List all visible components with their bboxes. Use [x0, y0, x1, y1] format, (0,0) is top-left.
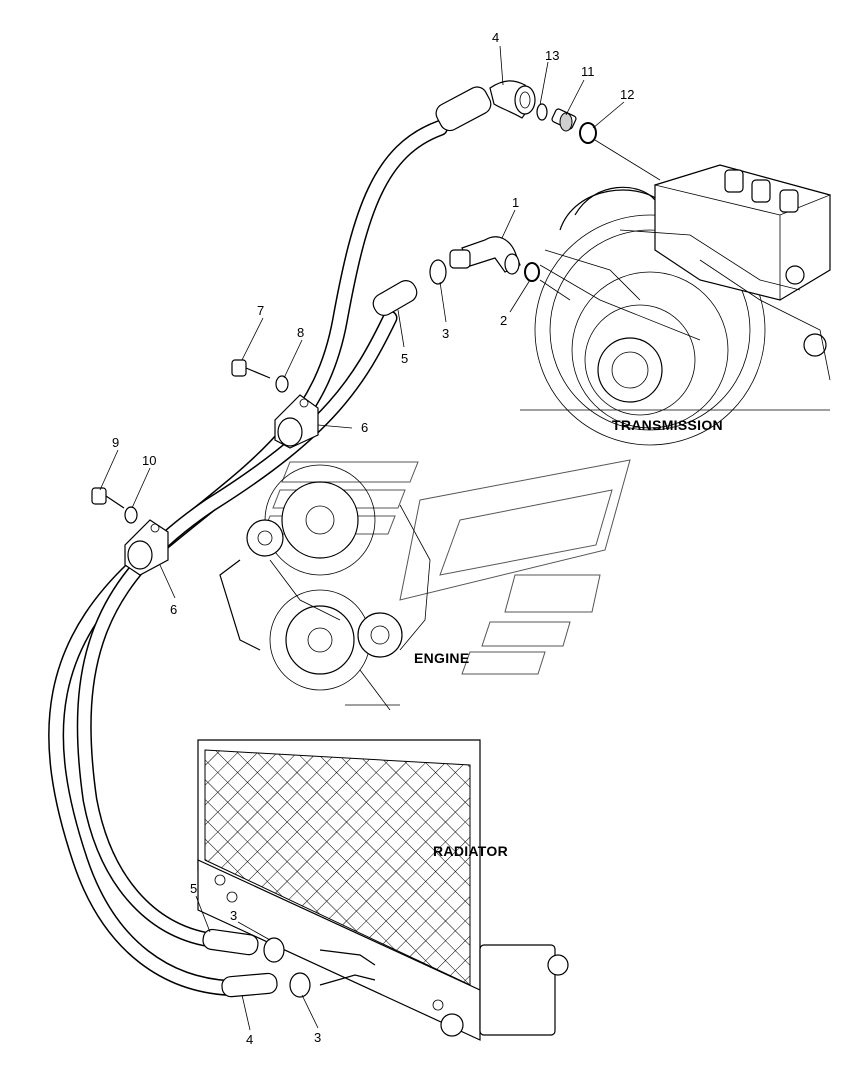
leader-lines	[99, 45, 661, 1031]
engine-label: ENGINE	[414, 650, 469, 666]
callout-10: 10	[142, 453, 156, 468]
part-5-hose-upper	[372, 280, 418, 316]
part-3-clamp-lower-a	[263, 937, 285, 963]
transmission-label: TRANSMISSION	[612, 417, 723, 433]
part-13-washer	[536, 103, 548, 121]
part-11-adapter	[551, 108, 577, 132]
part-3-clamp-upper	[429, 259, 447, 285]
callout-7: 7	[257, 303, 264, 318]
part-5-hose-lower	[202, 928, 259, 956]
callout-5-top: 5	[401, 351, 408, 366]
callout-3-mid: 3	[230, 908, 237, 923]
part-6-clip-lower	[124, 519, 169, 576]
part-4-hose-lower	[221, 972, 278, 998]
radiator-label: RADIATOR	[433, 843, 508, 859]
part-6-clip-upper	[274, 394, 319, 449]
callout-6-bottom: 6	[170, 602, 177, 617]
callout-4-top: 4	[492, 30, 499, 45]
part-9-bolt	[91, 487, 125, 509]
callout-5-bottom: 5	[190, 881, 197, 896]
part-10-washer	[124, 506, 138, 524]
part-7-bolt	[231, 359, 271, 379]
fitting-4-upper	[435, 80, 536, 132]
callout-1: 1	[512, 195, 519, 210]
hose-route-5	[76, 310, 398, 948]
part-2-o-ring	[524, 262, 540, 282]
callout-4-bottom: 4	[246, 1032, 253, 1047]
part-8-washer	[275, 375, 289, 393]
callout-3-bottom: 3	[314, 1030, 321, 1045]
part-1-elbow	[449, 236, 521, 275]
part-12-o-ring	[579, 122, 597, 144]
callout-11: 11	[581, 64, 595, 79]
callout-3-top: 3	[442, 326, 449, 341]
radiator-assembly	[197, 739, 569, 1041]
callout-labels: 4 13 11 12 1 2 3 5 7 8 6 9 10 6 5 3 4 3	[112, 30, 634, 1047]
part-3-clamp-lower-b	[289, 972, 311, 998]
callout-8: 8	[297, 325, 304, 340]
callout-6-top: 6	[361, 420, 368, 435]
callout-9: 9	[112, 435, 119, 450]
transmission-assembly	[520, 164, 832, 446]
callout-12: 12	[620, 87, 634, 102]
engine-assembly	[219, 464, 431, 711]
callout-2: 2	[500, 313, 507, 328]
callout-13: 13	[545, 48, 559, 63]
